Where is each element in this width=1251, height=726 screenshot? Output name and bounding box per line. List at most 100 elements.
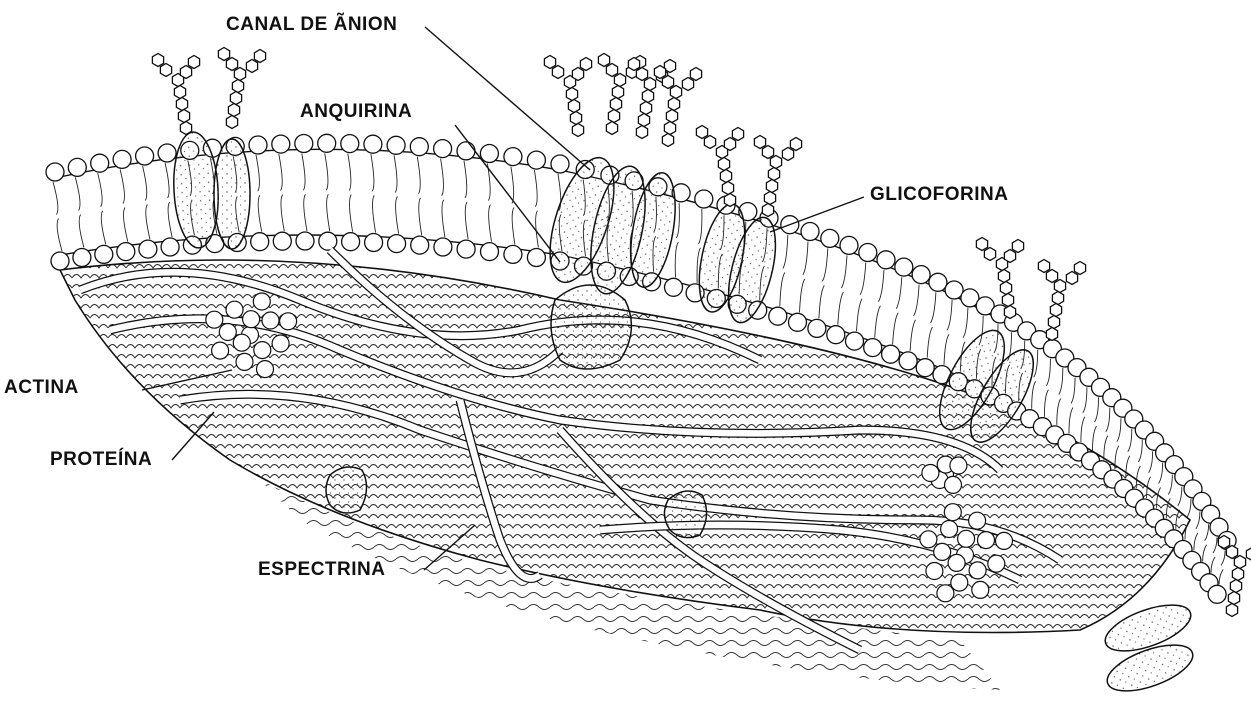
actin-bead [920,531,937,548]
sugar-ring [1234,556,1245,569]
sugar-ring [234,68,245,81]
actin-bead [978,532,995,549]
lipid-head [895,258,913,276]
sugar-ring [638,114,649,127]
sugar-ring [666,110,677,123]
lipid-head [480,145,498,163]
lipid-head [912,266,930,284]
small-protein-1 [326,467,367,513]
actin-bead [262,312,279,329]
sugar-ring [636,68,647,81]
sugar-ring [782,148,793,161]
actin-bead [254,342,271,359]
sugar-ring [580,58,591,71]
lipid-head [51,252,69,270]
actin-bead [948,554,965,571]
actin-bead [212,342,229,359]
sugar-ring [718,158,729,171]
sugar-ring [668,98,679,111]
label-espectrina: ESPECTRINA [258,559,385,581]
lipid-head [504,245,522,263]
sugar-ring [1246,548,1251,561]
sugar-ring [1002,294,1013,307]
sugar-ring [790,138,801,151]
lipid-head [929,273,947,291]
sugar-ring [664,122,675,135]
sugar-ring [762,204,773,217]
lipid-head [410,138,428,156]
sugar-ring [598,54,609,67]
lipid-head [295,135,313,153]
sugar-ring [662,134,673,147]
actin-bead [233,334,250,351]
lipid-head [457,240,475,258]
sugar-ring [644,78,655,91]
sugar-ring [1046,270,1057,283]
actin-bead [944,504,961,521]
actin-bead [280,313,297,330]
ankyrin-shape [551,285,631,369]
lipid-head [46,163,64,181]
sugar-ring [696,126,707,139]
actin-bead [272,335,289,352]
actin-bead [988,555,1005,572]
lipid-head [117,243,135,261]
lipid-head [1208,585,1226,603]
sugar-ring [732,128,743,141]
lipid-head [411,236,429,254]
actin-bead [243,311,260,328]
sugar-ring [662,76,673,89]
lipid-head [342,233,360,251]
lipid-head [695,190,713,208]
sugar-ring [1004,250,1015,263]
actin-bead [951,574,968,591]
sugar-ring [768,168,779,181]
sugar-ring [724,138,735,151]
lipid-head [91,154,109,172]
sugar-ring [1048,316,1059,329]
lipid-head [95,245,113,263]
sugar-ring [174,86,185,99]
sugar-ring [568,100,579,113]
sugar-ring [984,248,995,261]
sugar-ring [606,64,617,77]
sugar-ring [606,122,617,135]
sugar-ring [1228,592,1239,605]
sugar-ring [572,124,583,137]
sugar-ring [552,66,563,79]
sugar-ring [178,110,189,123]
sugar-ring [766,180,777,193]
lipid-head [846,332,864,350]
sugar-ring [720,170,731,183]
sugar-ring [1066,272,1077,285]
actin-bead [934,543,951,560]
lipid-head [504,148,522,166]
sugar-ring [1052,292,1063,305]
actin-bead [950,457,967,474]
sugar-ring [682,78,693,91]
sugar-ring [226,58,237,71]
actin-bead [969,562,986,579]
protein-left-2 [214,139,250,249]
sugar-ring [608,110,619,123]
sugar-ring [610,98,621,111]
actin-bead [206,311,223,328]
sugar-ring [544,56,555,69]
sugar-ring [724,194,735,207]
sugar-ring [612,86,623,99]
sugar-ring [230,92,241,105]
lipid-head [73,249,91,267]
sugar-ring [246,60,257,73]
lipid-head [808,319,826,337]
actin-bead [972,581,989,598]
sugar-ring [754,136,765,149]
sugar-ring [1230,580,1241,593]
label-proteina: PROTEÍNA [50,449,152,471]
lipid-head [916,359,934,377]
actin-bead [945,476,962,493]
sugar-ring [1046,328,1057,341]
sugar-ring [670,86,681,99]
lipid-head [158,144,176,162]
